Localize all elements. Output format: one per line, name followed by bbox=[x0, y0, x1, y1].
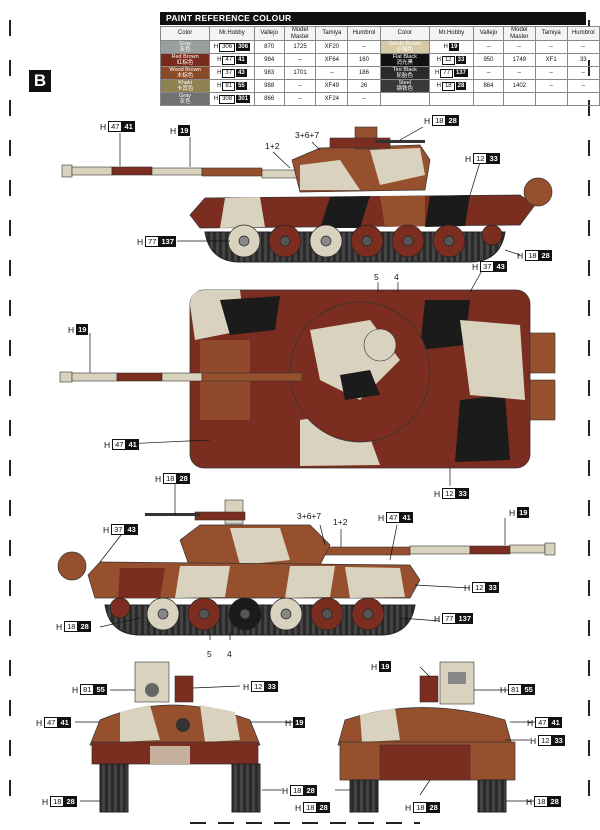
part-number-side1-a: 1+2 bbox=[265, 141, 280, 151]
part-number-side2-a: 3+6+7 bbox=[297, 511, 322, 521]
front-view bbox=[89, 661, 261, 813]
humbrol-cell: – bbox=[347, 92, 381, 106]
vallejo-cell: 866 bbox=[253, 92, 285, 106]
side-view-1 bbox=[61, 126, 553, 263]
table-header-row: Color Mr.Hobby Vallejo Model Master Tami… bbox=[159, 26, 600, 41]
header-modelmaster-right: Model Master bbox=[502, 26, 536, 41]
cut-line-left bbox=[9, 20, 11, 820]
vallejo-cell: – bbox=[473, 40, 504, 54]
leader-lines bbox=[75, 126, 540, 802]
part-number-top-a: 5 bbox=[374, 272, 379, 282]
header-modelmaster-left: Model Master bbox=[283, 26, 317, 41]
top-view bbox=[59, 289, 556, 469]
cut-line-right bbox=[588, 20, 590, 820]
rear-view bbox=[337, 661, 516, 813]
header-color-right: Color bbox=[379, 26, 430, 41]
header-humbrol-right: Humbrol bbox=[566, 26, 600, 41]
side-view-2 bbox=[57, 499, 556, 636]
header-vallejo-right: Vallejo bbox=[473, 26, 504, 41]
paint-reference-title: PAINT REFERENCE COLOUR bbox=[160, 12, 586, 25]
part-number-side2-d: 4 bbox=[227, 649, 232, 659]
paint-reference-table: Color Mr.Hobby Vallejo Model Master Tami… bbox=[159, 26, 600, 106]
part-number-side2-b: 1+2 bbox=[333, 517, 348, 527]
part-number-side1-b: 3+6+7 bbox=[295, 130, 320, 140]
section-badge: B bbox=[29, 70, 51, 92]
cut-line-bottom bbox=[190, 822, 420, 824]
header-vallejo-left: Vallejo bbox=[253, 26, 285, 41]
header-humbrol-left: Humbrol bbox=[347, 26, 381, 41]
header-mrhobby-right: Mr.Hobby bbox=[428, 26, 475, 41]
part-number-side2-c: 5 bbox=[207, 649, 212, 659]
vallejo-cell: 983 bbox=[253, 66, 285, 80]
part-number-top-b: 4 bbox=[394, 272, 399, 282]
